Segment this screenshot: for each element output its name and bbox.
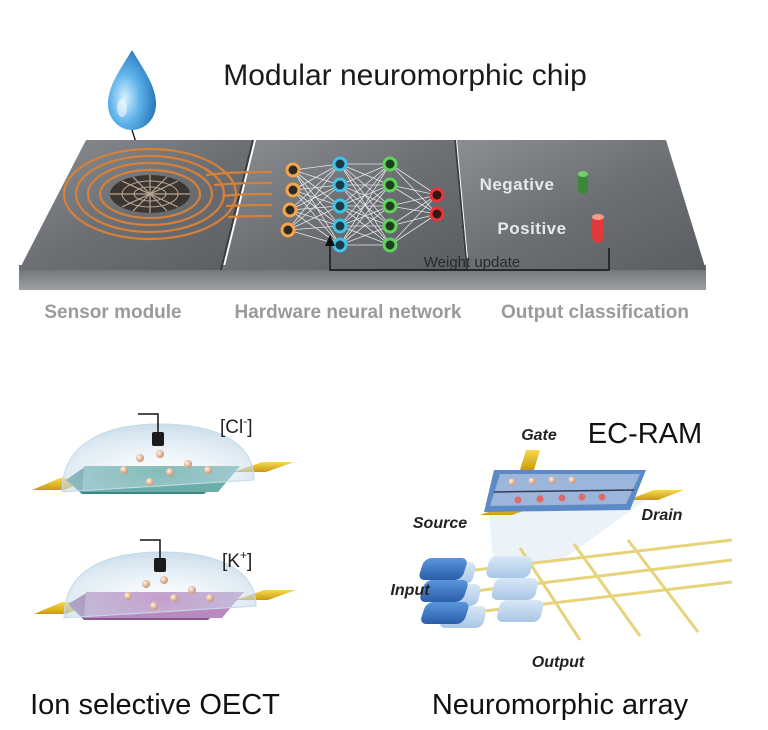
water-drop-icon: [108, 50, 156, 130]
neuron: [332, 177, 348, 193]
neuron: [382, 237, 398, 253]
array-grid: [441, 538, 733, 641]
neuron: [285, 162, 301, 178]
array-cells-active: [419, 558, 469, 624]
positive-label: Positive: [497, 219, 566, 238]
chip-side: [19, 265, 706, 290]
output-layer: [429, 187, 445, 222]
gate-electrode-icon: [152, 432, 164, 446]
source-label: Source: [413, 515, 467, 532]
neuron: [332, 198, 348, 214]
ecram-device: [480, 450, 684, 515]
neuron: [332, 156, 348, 172]
output-classification-label: Output classification: [501, 302, 689, 323]
ecram-section: EC-RAM: [390, 418, 733, 721]
negative-label: Negative: [480, 175, 555, 194]
neuron: [382, 198, 398, 214]
hidden-layer-1: [332, 156, 348, 253]
sensor-electrode: [110, 175, 190, 213]
weight-update-loop: [329, 240, 610, 271]
neuron: [332, 237, 348, 253]
neuron: [285, 182, 301, 198]
cl-ion-label: [Cl-]: [220, 414, 253, 438]
chip-title: Modular neuromorphic chip: [223, 59, 587, 92]
weight-update-label: Weight update: [424, 254, 520, 271]
input-layer: [280, 162, 301, 238]
oect-cl-device: [32, 413, 294, 494]
neural-network-label: Hardware neural network: [234, 302, 461, 323]
k-ion-label: [K+]: [222, 548, 252, 572]
modular-chip-section: Modular neuromorphic chip: [19, 50, 706, 323]
zoom-projection: [487, 497, 650, 568]
array-caption: Neuromorphic array: [432, 689, 689, 721]
oect-caption: Ion selective OECT: [30, 689, 280, 721]
output-slab: [457, 140, 706, 270]
input-label: Input: [390, 582, 430, 599]
neuron: [429, 206, 445, 222]
sensor-coil: [62, 147, 273, 241]
hidden-layer-2: [382, 156, 398, 253]
neuron: [429, 187, 445, 203]
sensor-module-label: Sensor module: [44, 302, 181, 323]
module-gap-2: [454, 139, 468, 271]
positive-indicator-icon: [592, 214, 604, 243]
neuron: [332, 218, 348, 234]
gate-electrode-icon: [154, 558, 166, 572]
drain-label: Drain: [642, 507, 683, 524]
neuron: [382, 218, 398, 234]
neuron: [382, 156, 398, 172]
weight-update-arrowhead: [325, 235, 335, 246]
gate-label: Gate: [521, 427, 557, 444]
output-label: Output: [532, 654, 585, 671]
neuron: [282, 202, 298, 218]
ecram-title: EC-RAM: [588, 418, 702, 450]
oect-k-device: [34, 539, 296, 620]
network-connections: [287, 163, 438, 246]
negative-indicator-icon: [578, 171, 588, 194]
oect-section: [Cl-] [K+] Ion selective OECT: [30, 413, 296, 721]
neuron: [280, 222, 296, 238]
neuron: [382, 177, 398, 193]
